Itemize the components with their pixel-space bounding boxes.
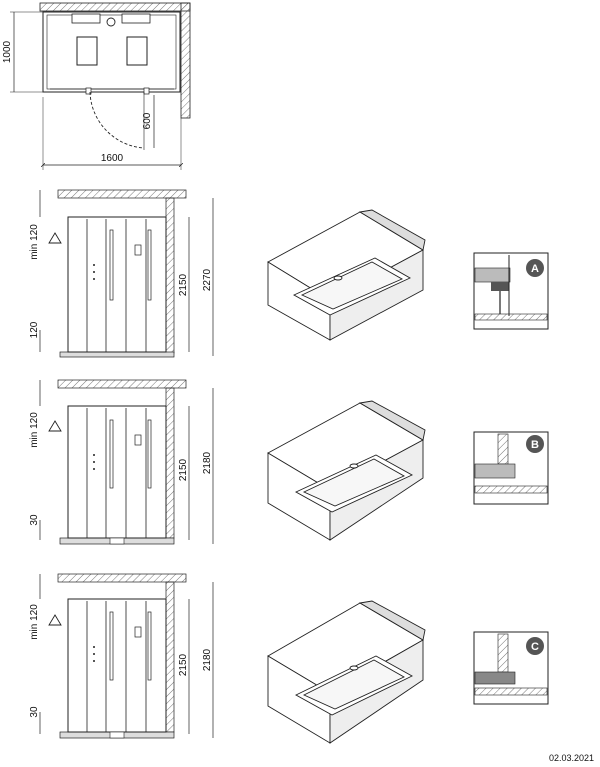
row1-bottom-label: 120 xyxy=(29,321,40,338)
row3-top-clearance: min 120 xyxy=(29,604,40,640)
row2-height-label: 2150 xyxy=(178,458,189,481)
plan-width-label: 1600 xyxy=(101,153,124,164)
detail-c xyxy=(473,631,549,705)
detail-b xyxy=(473,431,549,505)
badge-b-icon xyxy=(526,435,544,453)
badge-a: A xyxy=(531,263,539,275)
row3-bottom-label: 30 xyxy=(29,706,40,718)
plan-view xyxy=(10,2,191,170)
row3-overall-label: 2180 xyxy=(202,648,213,671)
elevation-1 xyxy=(39,189,214,358)
badge-c-icon xyxy=(526,637,544,655)
badge-b: B xyxy=(531,439,539,451)
footer-date: 02.03.2021 xyxy=(548,753,594,763)
row1-height-label: 2150 xyxy=(178,273,189,296)
elevation-2 xyxy=(39,379,214,545)
badge-c: C xyxy=(531,641,539,653)
row2-top-clearance: min 120 xyxy=(29,412,40,448)
isometric-1 xyxy=(267,209,426,341)
row1-overall-label: 2270 xyxy=(202,268,213,291)
elevation-3 xyxy=(39,573,214,739)
row2-bottom-label: 30 xyxy=(29,514,40,526)
plan-depth-label: 1000 xyxy=(2,40,13,63)
isometric-3 xyxy=(267,600,426,744)
plan-door-label: 600 xyxy=(142,112,153,129)
row1-top-clearance: min 120 xyxy=(29,224,40,260)
isometric-2 xyxy=(267,400,426,541)
badge-a-icon xyxy=(526,259,544,277)
row3-height-label: 2150 xyxy=(178,653,189,676)
detail-a xyxy=(473,252,549,330)
row2-overall-label: 2180 xyxy=(202,451,213,474)
